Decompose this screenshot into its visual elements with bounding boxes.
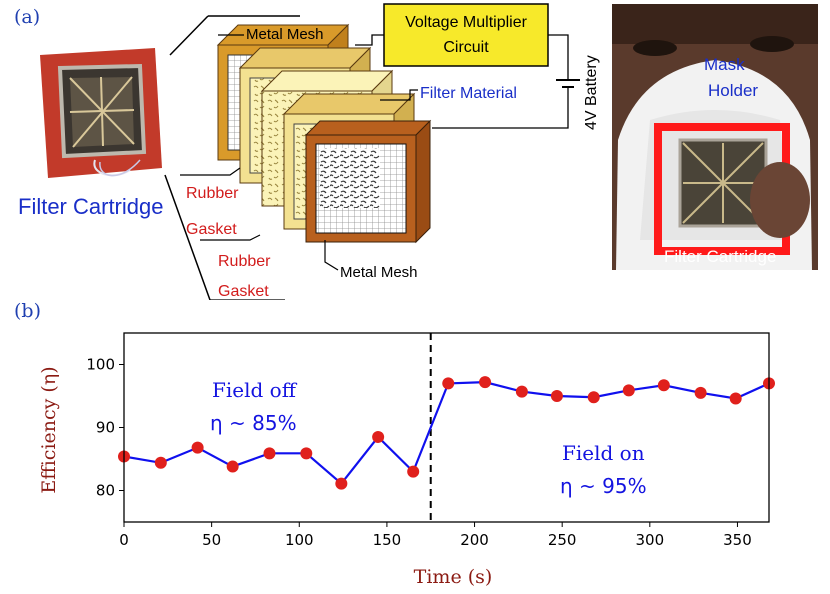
data-point [226, 460, 239, 473]
x-tick-label: 250 [548, 531, 577, 549]
y-tick-label: 90 [96, 419, 115, 437]
rubber-gasket-2-line1: Rubber [218, 253, 271, 270]
x-tick-label: 350 [723, 531, 752, 549]
data-point [154, 456, 167, 469]
x-tick-label: 50 [202, 531, 221, 549]
field-on-label: Field on [562, 441, 645, 465]
metal-mesh-bottom-label: Metal Mesh [340, 264, 418, 281]
x-axis-label: Time (s) [414, 566, 493, 588]
data-point [300, 447, 313, 460]
x-tick-label: 200 [460, 531, 489, 549]
data-point [335, 477, 348, 490]
data-point [191, 441, 204, 454]
y-tick-label: 80 [96, 482, 115, 500]
field-on-efficiency: η ~ 95% [560, 474, 647, 498]
mask-holder-line1: Mask [704, 55, 745, 74]
data-point [694, 386, 707, 399]
mask-photo [612, 4, 818, 270]
metal-mesh-top-label: Metal Mesh [246, 26, 324, 43]
data-point [587, 391, 600, 404]
field-off-efficiency: η ~ 85% [210, 411, 297, 435]
rubber-gasket-2-line2: Gasket [218, 283, 269, 300]
x-tick-label: 150 [373, 531, 402, 549]
voltage-multiplier-line2: Circuit [443, 39, 489, 56]
data-point [442, 377, 455, 390]
axes-frame [123, 332, 770, 523]
efficiency-chart: 0 50 100 150 200 250 300 350 80 90 100 Field off η… [38, 332, 775, 588]
data-point [657, 379, 670, 392]
panel-b-label: (b) [14, 300, 41, 322]
battery-label: 4V Battery [583, 55, 600, 130]
data-point [550, 390, 563, 402]
field-off-label: Field off [212, 378, 298, 402]
y-tick-label: 100 [86, 356, 115, 374]
x-tick-label: 100 [285, 531, 314, 549]
voltage-multiplier-line1: Voltage Multiplier [405, 14, 528, 31]
y-axis-label: Efficiency (η) [38, 366, 60, 493]
data-point [407, 465, 420, 478]
data-point [372, 430, 385, 443]
x-tick-label: 0 [119, 531, 129, 549]
mask-filter-cartridge-label: Filter Cartridge [664, 247, 776, 266]
data-point [515, 385, 528, 398]
left-filter-cartridge-label: Filter Cartridge [18, 194, 163, 219]
filter-cartridge-photo [40, 48, 162, 178]
data-point [622, 384, 635, 397]
data-point [263, 447, 276, 460]
data-point [479, 376, 492, 389]
data-point [729, 392, 742, 405]
x-tick-label: 300 [635, 531, 664, 549]
filter-layers-diagram [216, 23, 432, 244]
rubber-gasket-1-line1: Rubber [186, 185, 239, 202]
rubber-gasket-1-line2: Gasket [186, 221, 237, 238]
panel-a-label: (a) [14, 6, 41, 28]
mask-holder-line2: Holder [708, 81, 758, 100]
panel-a-figure: Filter Cartridge [18, 3, 818, 300]
filter-material-label: Filter Material [420, 85, 517, 102]
voltage-multiplier-box [383, 3, 549, 67]
